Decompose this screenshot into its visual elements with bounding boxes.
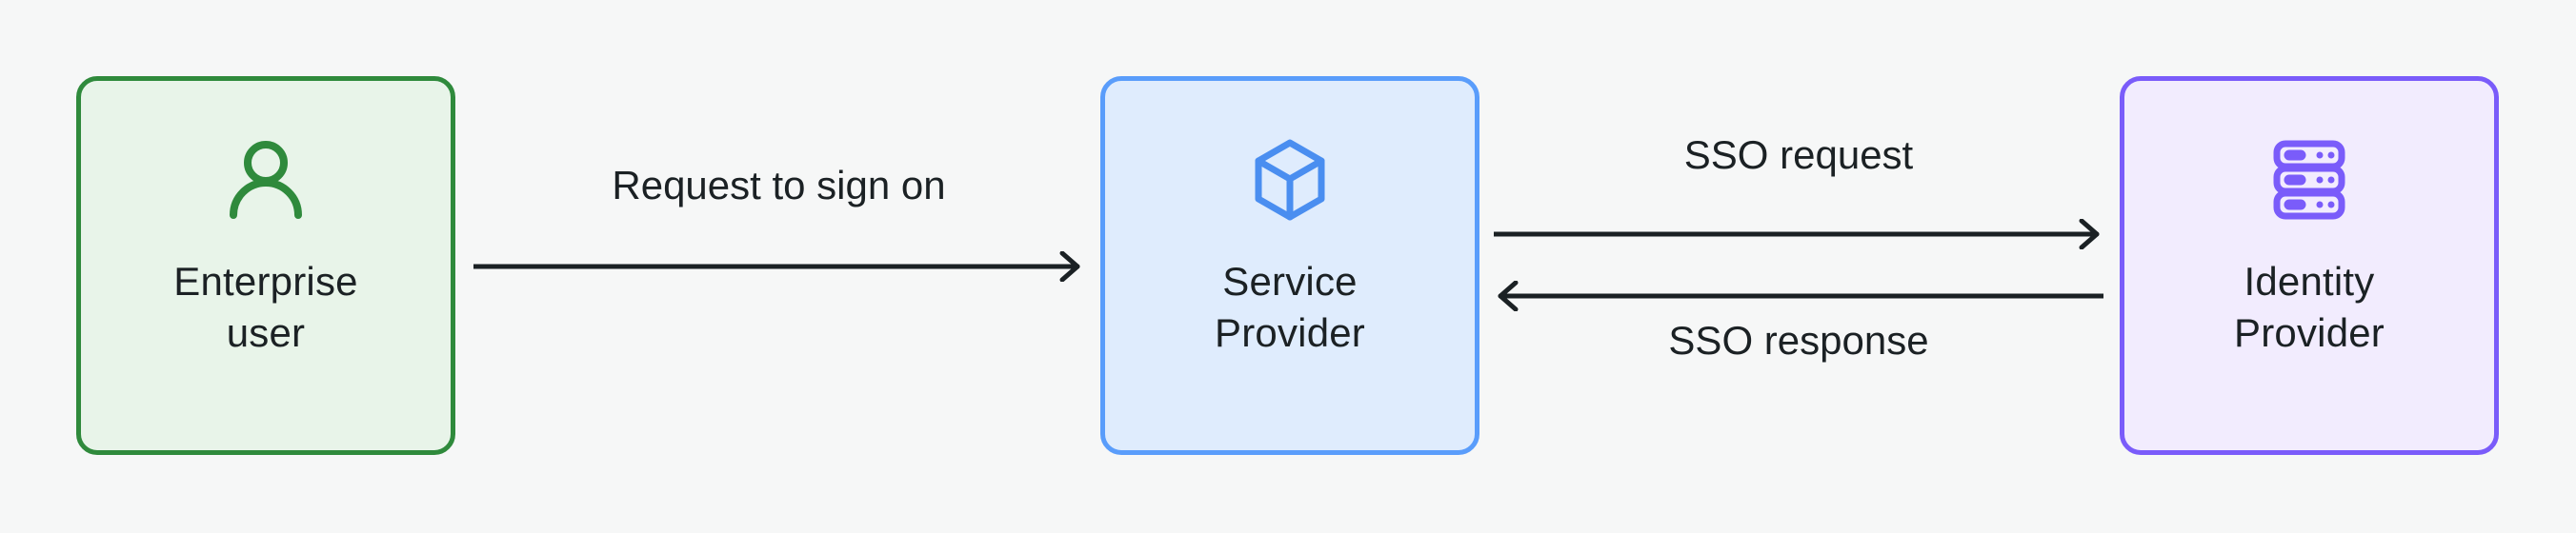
node-identity-provider[interactable]: Identity Provider (2120, 76, 2499, 455)
user-icon (230, 141, 302, 219)
edge-request-to-sign-on: Request to sign on (473, 162, 1084, 305)
arrow-right-icon (473, 251, 1080, 282)
edge-sso-request: SSO request (1494, 131, 2103, 255)
cube-icon (1255, 139, 1325, 221)
edge-sso-response: SSO response (1494, 281, 2103, 405)
edge-label-request-to-sign-on: Request to sign on (612, 163, 946, 207)
node-enterprise-user[interactable]: Enterprise user (76, 76, 455, 455)
node-label-identity-provider: Identity Provider (2234, 259, 2385, 355)
node-service-provider[interactable]: Service Provider (1100, 76, 1479, 455)
node-label-enterprise-user: Enterprise user (173, 259, 358, 355)
arrow-right-icon (1494, 219, 2100, 249)
server-icon (2273, 140, 2345, 220)
edge-label-sso-request: SSO request (1683, 132, 1914, 177)
node-label-service-provider: Service Provider (1215, 259, 1365, 355)
arrow-left-icon (1498, 281, 2103, 311)
edge-label-sso-response: SSO response (1668, 318, 1929, 363)
